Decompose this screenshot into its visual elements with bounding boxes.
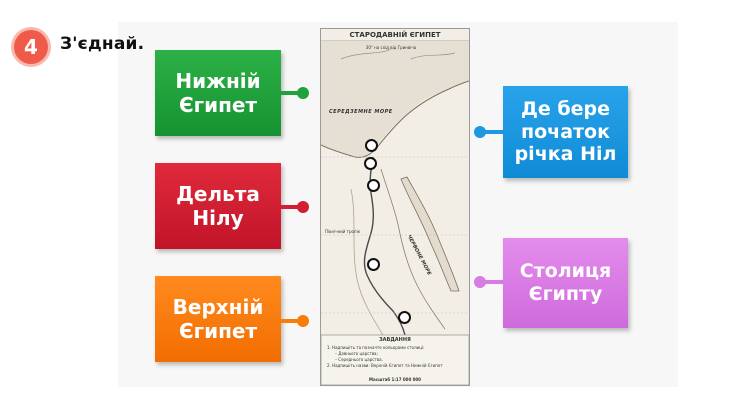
card-capital-label: Столиця Єгипту: [519, 260, 612, 305]
map-drawing: [321, 29, 469, 385]
connector-dot-upper-egypt[interactable]: [297, 315, 309, 327]
connector-nile-source: [482, 130, 503, 134]
card-nile-source-label: Де бере початок річка Ніл: [514, 97, 617, 166]
card-nile-source[interactable]: Де бере початок річка Ніл: [503, 86, 628, 178]
card-lower-egypt[interactable]: Нижній Єгипет: [155, 50, 281, 136]
task-number-badge: 4: [14, 30, 48, 64]
map-marker-2[interactable]: [364, 157, 377, 170]
task-number: 4: [24, 35, 38, 59]
map-tropic-label: Північний тропік: [325, 229, 361, 234]
connector-nile-delta: [281, 205, 301, 209]
map-marker-4[interactable]: [367, 258, 380, 271]
map-task-heading: ЗАВДАННЯ: [379, 337, 411, 343]
card-upper-egypt-label: Верхній Єгипет: [172, 295, 264, 343]
map-marker-3[interactable]: [367, 179, 380, 192]
card-nile-delta[interactable]: Дельта Нілу: [155, 163, 281, 249]
map-marker-5[interactable]: [398, 311, 411, 324]
card-capital[interactable]: Столиця Єгипту: [503, 238, 628, 328]
connector-lower-egypt: [281, 91, 301, 95]
map-meridian-label: 30° на схід від Гринвіча: [365, 45, 417, 50]
map-scale: Масштаб 1:17 000 000: [369, 377, 421, 382]
card-upper-egypt[interactable]: Верхній Єгипет: [155, 276, 281, 362]
connector-dot-lower-egypt[interactable]: [297, 87, 309, 99]
connector-dot-capital[interactable]: [474, 276, 486, 288]
card-lower-egypt-label: Нижній Єгипет: [175, 69, 261, 117]
map-title: СТАРОДАВНІЙ ЄГИПЕТ: [349, 31, 441, 39]
ancient-egypt-map: СТАРОДАВНІЙ ЄГИПЕТ 30° на схід від Гринв…: [320, 28, 470, 386]
map-sea-label: СЕРЕДЗЕМНЕ МОРЕ: [329, 109, 393, 115]
task-instruction: З'єднай.: [60, 34, 145, 54]
connector-dot-nile-source[interactable]: [474, 126, 486, 138]
map-task-line: – Давнього царства;: [335, 351, 378, 356]
map-marker-1[interactable]: [365, 139, 378, 152]
map-task-line: 1. Надпишіть та позначте кольорами столи…: [327, 345, 425, 350]
map-task-line: – Середнього царства.: [335, 357, 383, 362]
connector-capital: [482, 280, 503, 284]
card-nile-delta-label: Дельта Нілу: [176, 182, 260, 230]
connector-upper-egypt: [281, 319, 301, 323]
connector-dot-nile-delta[interactable]: [297, 201, 309, 213]
map-task-line: 2. Надпишіть назви: Верхній Єгипет та Ни…: [327, 363, 443, 368]
